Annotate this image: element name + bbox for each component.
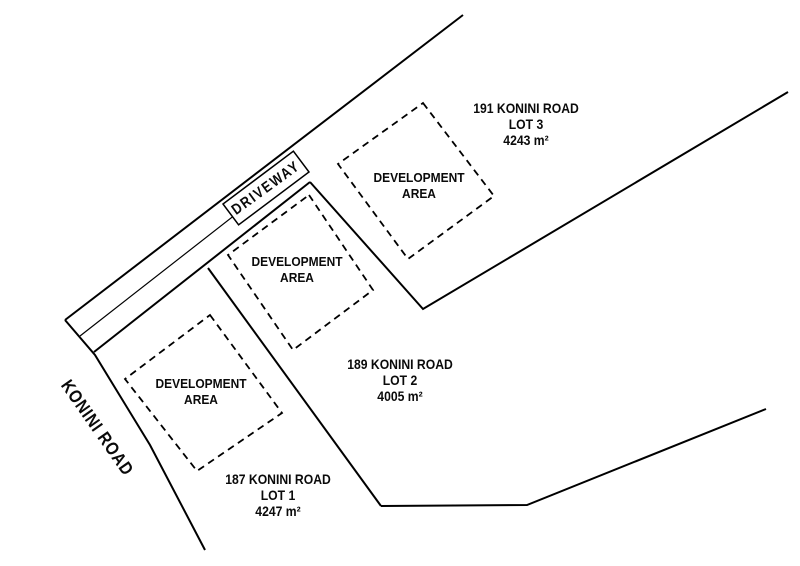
lot1-number: LOT 1: [260, 487, 296, 503]
development-area-label-line1: DEVELOPMENT: [373, 170, 465, 185]
development-area-label-line2: AREA: [280, 270, 314, 285]
konini-road-east-edge: [64, 319, 206, 551]
lot3-area: 4243 m²: [503, 132, 549, 148]
driveway-south-edge: [93, 181, 311, 353]
development-area-label-lot2: DEVELOPMENT AREA: [251, 254, 342, 286]
development-area-label-line2: AREA: [184, 392, 218, 407]
lot2-number: LOT 2: [382, 372, 418, 388]
northwest-boundary-line: [64, 14, 464, 321]
lot3-label: 191 KONINI ROAD LOT 3 4243 m²: [473, 100, 579, 148]
lot2-area: 4005 m²: [377, 388, 423, 404]
lot1-lot2-boundary: [207, 267, 382, 507]
south-boundary: [380, 408, 767, 507]
lot2-lot3-boundary: [309, 91, 789, 311]
lot1-area: 4247 m²: [255, 503, 301, 519]
lot3-number: LOT 3: [508, 116, 544, 132]
driveway-label-box: [221, 150, 311, 226]
lot2-label: 189 KONINI ROAD LOT 2 4005 m²: [347, 356, 453, 404]
development-area-outline-lot1: [123, 313, 284, 473]
lot1-address: 187 KONINI ROAD: [225, 471, 331, 487]
lot2-address: 189 KONINI ROAD: [347, 356, 453, 372]
lot1-label: 187 KONINI ROAD LOT 1 4247 m²: [225, 471, 331, 519]
development-area-outline-lot3: [336, 101, 496, 261]
development-area-label-line2: AREA: [402, 186, 436, 201]
lot3-address: 191 KONINI ROAD: [473, 100, 579, 116]
development-area-label-line1: DEVELOPMENT: [155, 376, 247, 391]
development-area-label-line1: DEVELOPMENT: [251, 254, 343, 269]
development-area-label-lot1: DEVELOPMENT AREA: [155, 376, 246, 408]
development-area-label-lot3: DEVELOPMENT AREA: [373, 170, 464, 202]
development-area-outline-lot2: [226, 193, 375, 352]
